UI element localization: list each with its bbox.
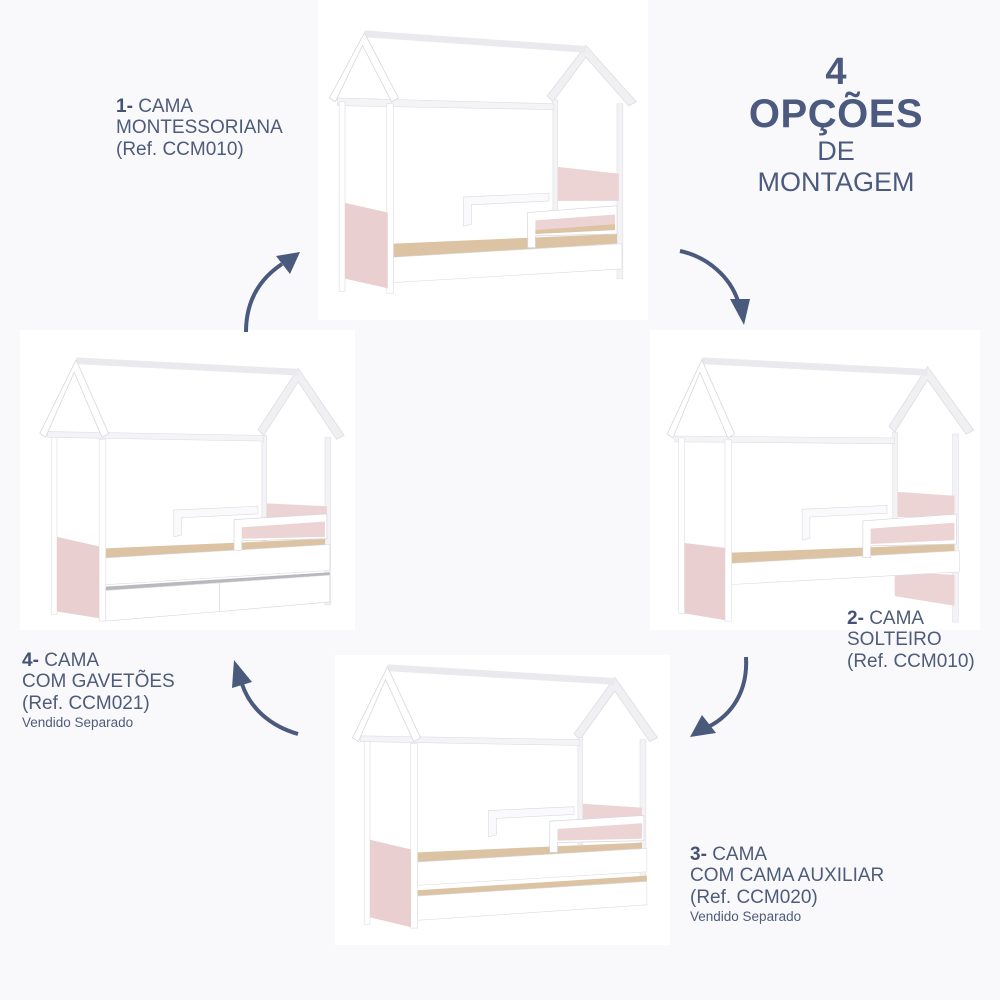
option-1-label: 1- CAMA MONTESSORIANA (Ref. CCM010) (116, 96, 283, 160)
option-2-label: 2- CAMA SOLTEIRO (Ref. CCM010) (847, 608, 975, 672)
headline-number: 4 (825, 51, 847, 93)
curved-arrow-down-left-icon (690, 656, 749, 737)
arrow-4-to-1 (240, 248, 304, 334)
option-note: Vendido Separado (22, 714, 134, 730)
option-title: CAMA (138, 96, 194, 117)
option-number: 1- (116, 96, 133, 117)
option-3-label: 3- CAMA COM CAMA AUXILIAR (Ref. CCM020) … (690, 844, 884, 927)
bed-image-montessori (325, 28, 637, 300)
option-subtitle: COM GAVETÕES (22, 671, 175, 693)
option-title: CAMA (712, 844, 768, 865)
option-number: 3- (690, 844, 707, 865)
house-bed-icon (666, 357, 975, 623)
option-number: 2- (847, 608, 864, 629)
headline-line4: MONTAGEM (757, 167, 915, 197)
arrow-1-to-2 (678, 245, 750, 325)
option-title: CAMA (869, 608, 925, 629)
headline: 4 OPÇÕES DE MONTAGEM (730, 52, 942, 198)
option-subtitle: SOLTEIRO (847, 629, 942, 651)
option-note: Vendido Separado (690, 908, 802, 924)
bed-image-drawers (35, 355, 347, 623)
curved-arrow-up-left-icon (232, 660, 299, 736)
option-title: CAMA (44, 650, 100, 671)
headline-title: OPÇÕES (748, 92, 924, 136)
option-subtitle: MONTESSORIANA (116, 117, 283, 139)
curved-arrow-down-right-icon (679, 249, 750, 325)
bed-image-trundle (350, 660, 662, 932)
house-bed-icon (328, 30, 637, 294)
option-number: 4- (22, 650, 39, 671)
option-4-label: 4- CAMA COM GAVETÕES (Ref. CCM021) Vendi… (22, 650, 175, 733)
bed-image-single (662, 355, 977, 625)
option-ref: (Ref. CCM010) (847, 650, 975, 672)
house-bed-icon (352, 664, 659, 929)
arrow-3-to-4 (230, 656, 302, 738)
headline-line3: DE (817, 136, 855, 166)
option-ref: (Ref. CCM020) (690, 886, 818, 908)
arrow-2-to-3 (688, 655, 752, 741)
option-ref: (Ref. CCM021) (22, 692, 150, 714)
option-subtitle: COM CAMA AUXILIAR (690, 865, 885, 887)
house-bed-icon (39, 357, 345, 622)
curved-arrow-up-right-icon (244, 252, 300, 333)
option-ref: (Ref. CCM010) (116, 138, 244, 160)
